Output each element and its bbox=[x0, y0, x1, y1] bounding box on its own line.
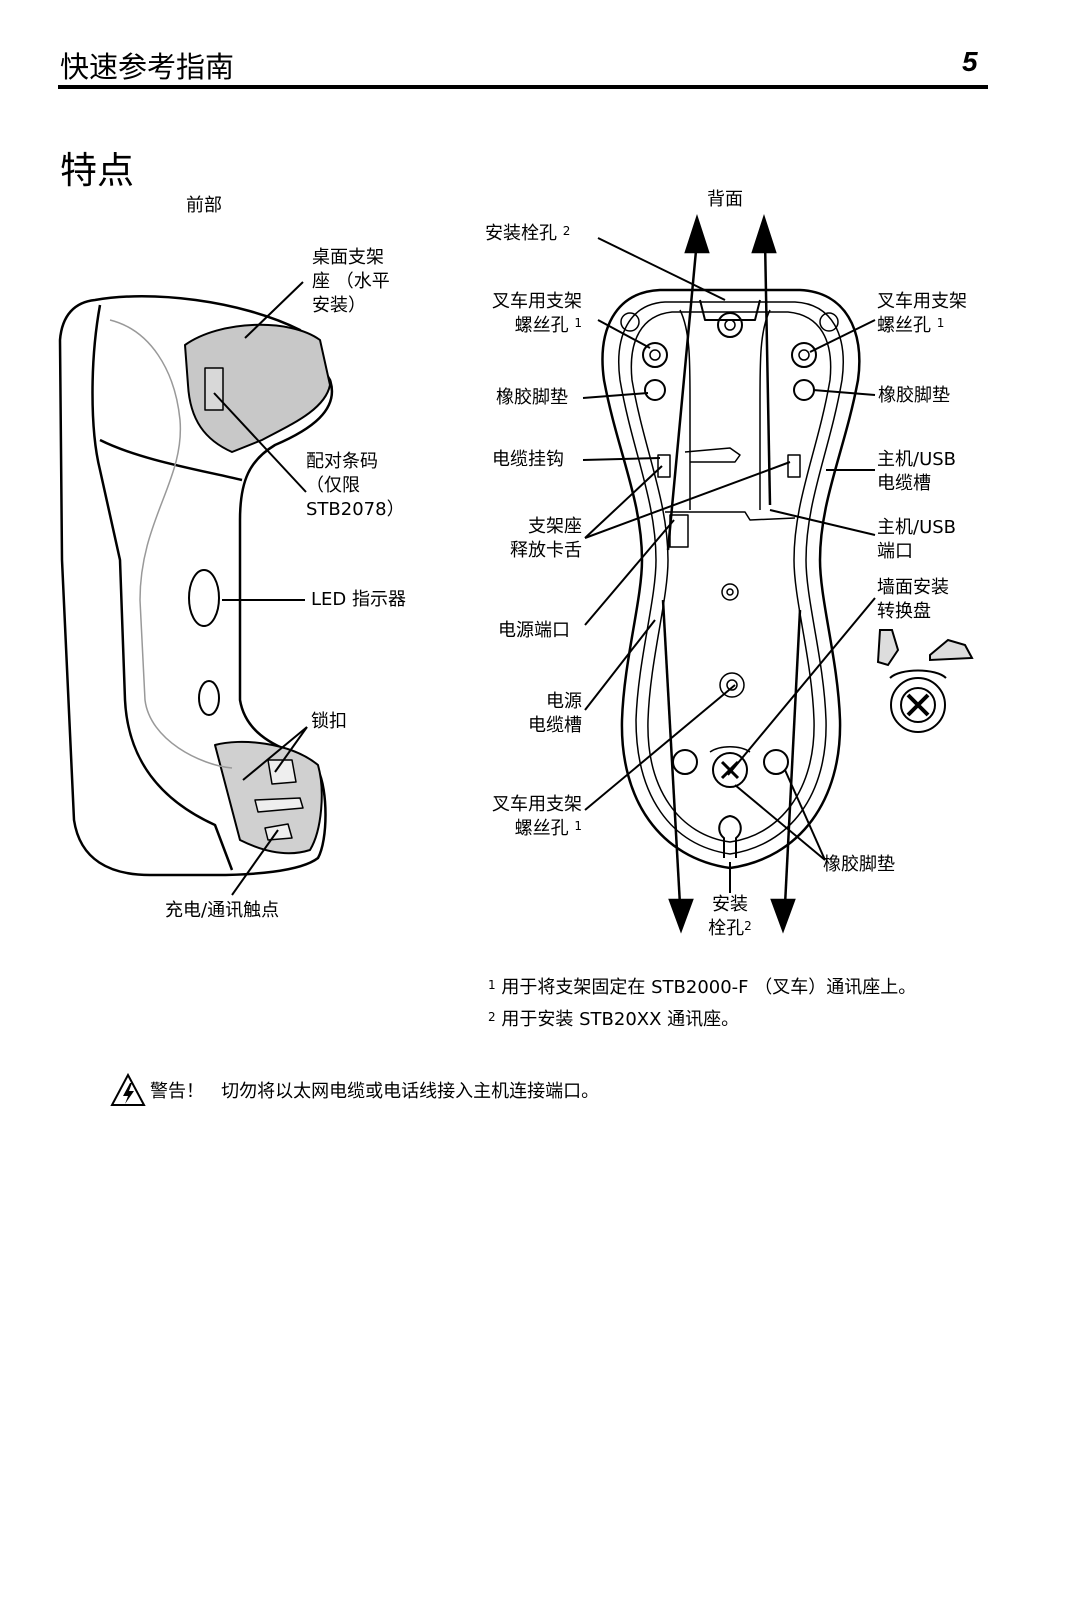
release-tab-right bbox=[787, 454, 801, 478]
label-line: 转换盘 bbox=[877, 601, 931, 622]
label-pairing-barcode: 配对条码 （仅限 STB2078） bbox=[306, 450, 405, 522]
label-release-tab: 支架座 释放卡舌 bbox=[480, 515, 582, 563]
arrow-up-right bbox=[751, 213, 777, 254]
label-forklift-left-1: 叉车用支架 螺丝孔 1 bbox=[470, 290, 582, 338]
label-line: 叉车用支架 bbox=[492, 794, 582, 815]
label-line: 电源 bbox=[546, 691, 582, 712]
arrow-up-left bbox=[684, 213, 710, 254]
label-desk-mount-line2: 座 （水平 bbox=[312, 271, 390, 292]
back-cradle-outline bbox=[601, 288, 861, 870]
top-mount-hole bbox=[717, 312, 743, 338]
rubber-foot-left bbox=[644, 379, 666, 401]
footnote-text: 用于安装 STB20XX 通讯座。 bbox=[501, 1009, 740, 1030]
bottom-keyhole bbox=[718, 815, 742, 858]
back-caption: 背面 bbox=[707, 189, 743, 210]
label-mount-hole-top-text: 安装栓孔 bbox=[485, 223, 557, 244]
label-cable-hook: 电缆挂钩 bbox=[492, 449, 564, 470]
label-rubber-left: 橡胶脚垫 bbox=[496, 387, 568, 408]
footnote-mark: 2 bbox=[488, 1010, 496, 1024]
label-line: 栓孔 bbox=[708, 918, 745, 939]
label-line: 安装 bbox=[712, 894, 748, 915]
rubber-foot-bottom-left bbox=[672, 749, 698, 775]
label-power-port: 电源端口 bbox=[498, 620, 570, 641]
forklift-hole-right bbox=[791, 342, 817, 368]
arrow-down-right bbox=[770, 898, 796, 934]
label-line: 主机/USB bbox=[877, 517, 957, 538]
warning-notice: 警告！ 切勿将以太网电缆或电话线接入主机连接端口。 bbox=[150, 1078, 599, 1106]
led-indicator bbox=[188, 569, 220, 627]
header-rule bbox=[58, 85, 988, 89]
power-port bbox=[669, 514, 689, 548]
label-line: 释放卡舌 bbox=[510, 540, 582, 561]
warning-text: 切勿将以太网电缆或电话线接入主机连接端口。 bbox=[221, 1081, 600, 1102]
page-number: 5 bbox=[962, 46, 978, 77]
superscript: 1 bbox=[574, 819, 582, 833]
header-title: 快速参考指南 bbox=[60, 50, 235, 84]
wall-mount-disc bbox=[712, 752, 748, 788]
label-wall-disc: 墙面安装 转换盘 bbox=[877, 576, 949, 624]
desk-mount-pocket bbox=[184, 323, 331, 453]
label-line: 螺丝孔 bbox=[514, 315, 569, 336]
label-rubber-bottom-right: 橡胶脚垫 bbox=[823, 854, 895, 875]
label-host-port: 主机/USB 端口 bbox=[877, 516, 956, 564]
pairing-barcode bbox=[204, 367, 224, 411]
footnote-1: 1 用于将支架固定在 STB2000-F （叉车）通讯座上。 bbox=[488, 974, 916, 1002]
label-mount-hole-bottom: 安装 栓孔2 bbox=[698, 893, 762, 941]
label-line: 螺丝孔 bbox=[877, 315, 931, 336]
release-tab-left bbox=[657, 454, 671, 478]
label-line: 叉车用支架 bbox=[492, 291, 582, 312]
cable-hook bbox=[684, 447, 741, 463]
label-line: 电缆槽 bbox=[528, 715, 582, 736]
label-line: 端口 bbox=[877, 541, 913, 562]
label-line: 螺丝孔 bbox=[514, 818, 569, 839]
label-mount-hole-top: 安装栓孔 2 bbox=[485, 222, 570, 246]
wall-disc-inset bbox=[876, 629, 974, 733]
label-line: 主机/USB bbox=[877, 449, 957, 470]
label-desk-mount-line3: 安装） bbox=[312, 295, 366, 316]
label-forklift-left-2: 叉车用支架 螺丝孔 1 bbox=[470, 793, 582, 841]
footnote-text: 用于将支架固定在 STB2000-F （叉车）通讯座上。 bbox=[501, 977, 917, 998]
rubber-foot-bottom-right bbox=[763, 749, 789, 775]
superscript: 1 bbox=[936, 316, 945, 330]
latch-recess bbox=[214, 740, 323, 855]
label-rubber-right: 橡胶脚垫 bbox=[878, 385, 950, 406]
front-oval-recess bbox=[198, 680, 220, 716]
section-title: 特点 bbox=[60, 149, 134, 192]
rubber-foot-right bbox=[793, 379, 815, 401]
footnote-mark: 1 bbox=[488, 978, 496, 992]
label-pair-line1: 配对条码 bbox=[306, 451, 378, 472]
superscript: 1 bbox=[574, 316, 582, 330]
label-contacts: 充电/通讯触点 bbox=[165, 900, 280, 921]
label-line: 电缆槽 bbox=[877, 473, 931, 494]
label-forklift-right: 叉车用支架 螺丝孔 1 bbox=[877, 290, 967, 338]
forklift-hole-left bbox=[642, 342, 668, 368]
label-power-slot: 电源 电缆槽 bbox=[480, 690, 582, 738]
label-desk-mount: 桌面支架 座 （水平 安装） bbox=[312, 246, 390, 318]
warning-label: 警告！ bbox=[150, 1081, 204, 1102]
label-latch: 锁扣 bbox=[311, 711, 347, 732]
superscript: 2 bbox=[744, 919, 752, 933]
label-desk-mount-line1: 桌面支架 bbox=[312, 247, 384, 268]
label-line: 叉车用支架 bbox=[877, 291, 967, 312]
label-host-slot: 主机/USB 电缆槽 bbox=[877, 448, 956, 496]
arrow-down-left bbox=[668, 898, 694, 934]
front-cradle-inner-edge bbox=[91, 304, 234, 871]
superscript: 2 bbox=[562, 224, 571, 238]
label-line: 支架座 bbox=[528, 516, 582, 537]
label-pair-line3: STB2078） bbox=[306, 499, 405, 520]
footnote-2: 2 用于安装 STB20XX 通讯座。 bbox=[488, 1006, 739, 1034]
label-pair-line2: （仅限 bbox=[306, 475, 360, 496]
front-caption: 前部 bbox=[186, 195, 222, 216]
label-led: LED 指示器 bbox=[311, 589, 406, 610]
label-line: 墙面安装 bbox=[877, 577, 949, 598]
